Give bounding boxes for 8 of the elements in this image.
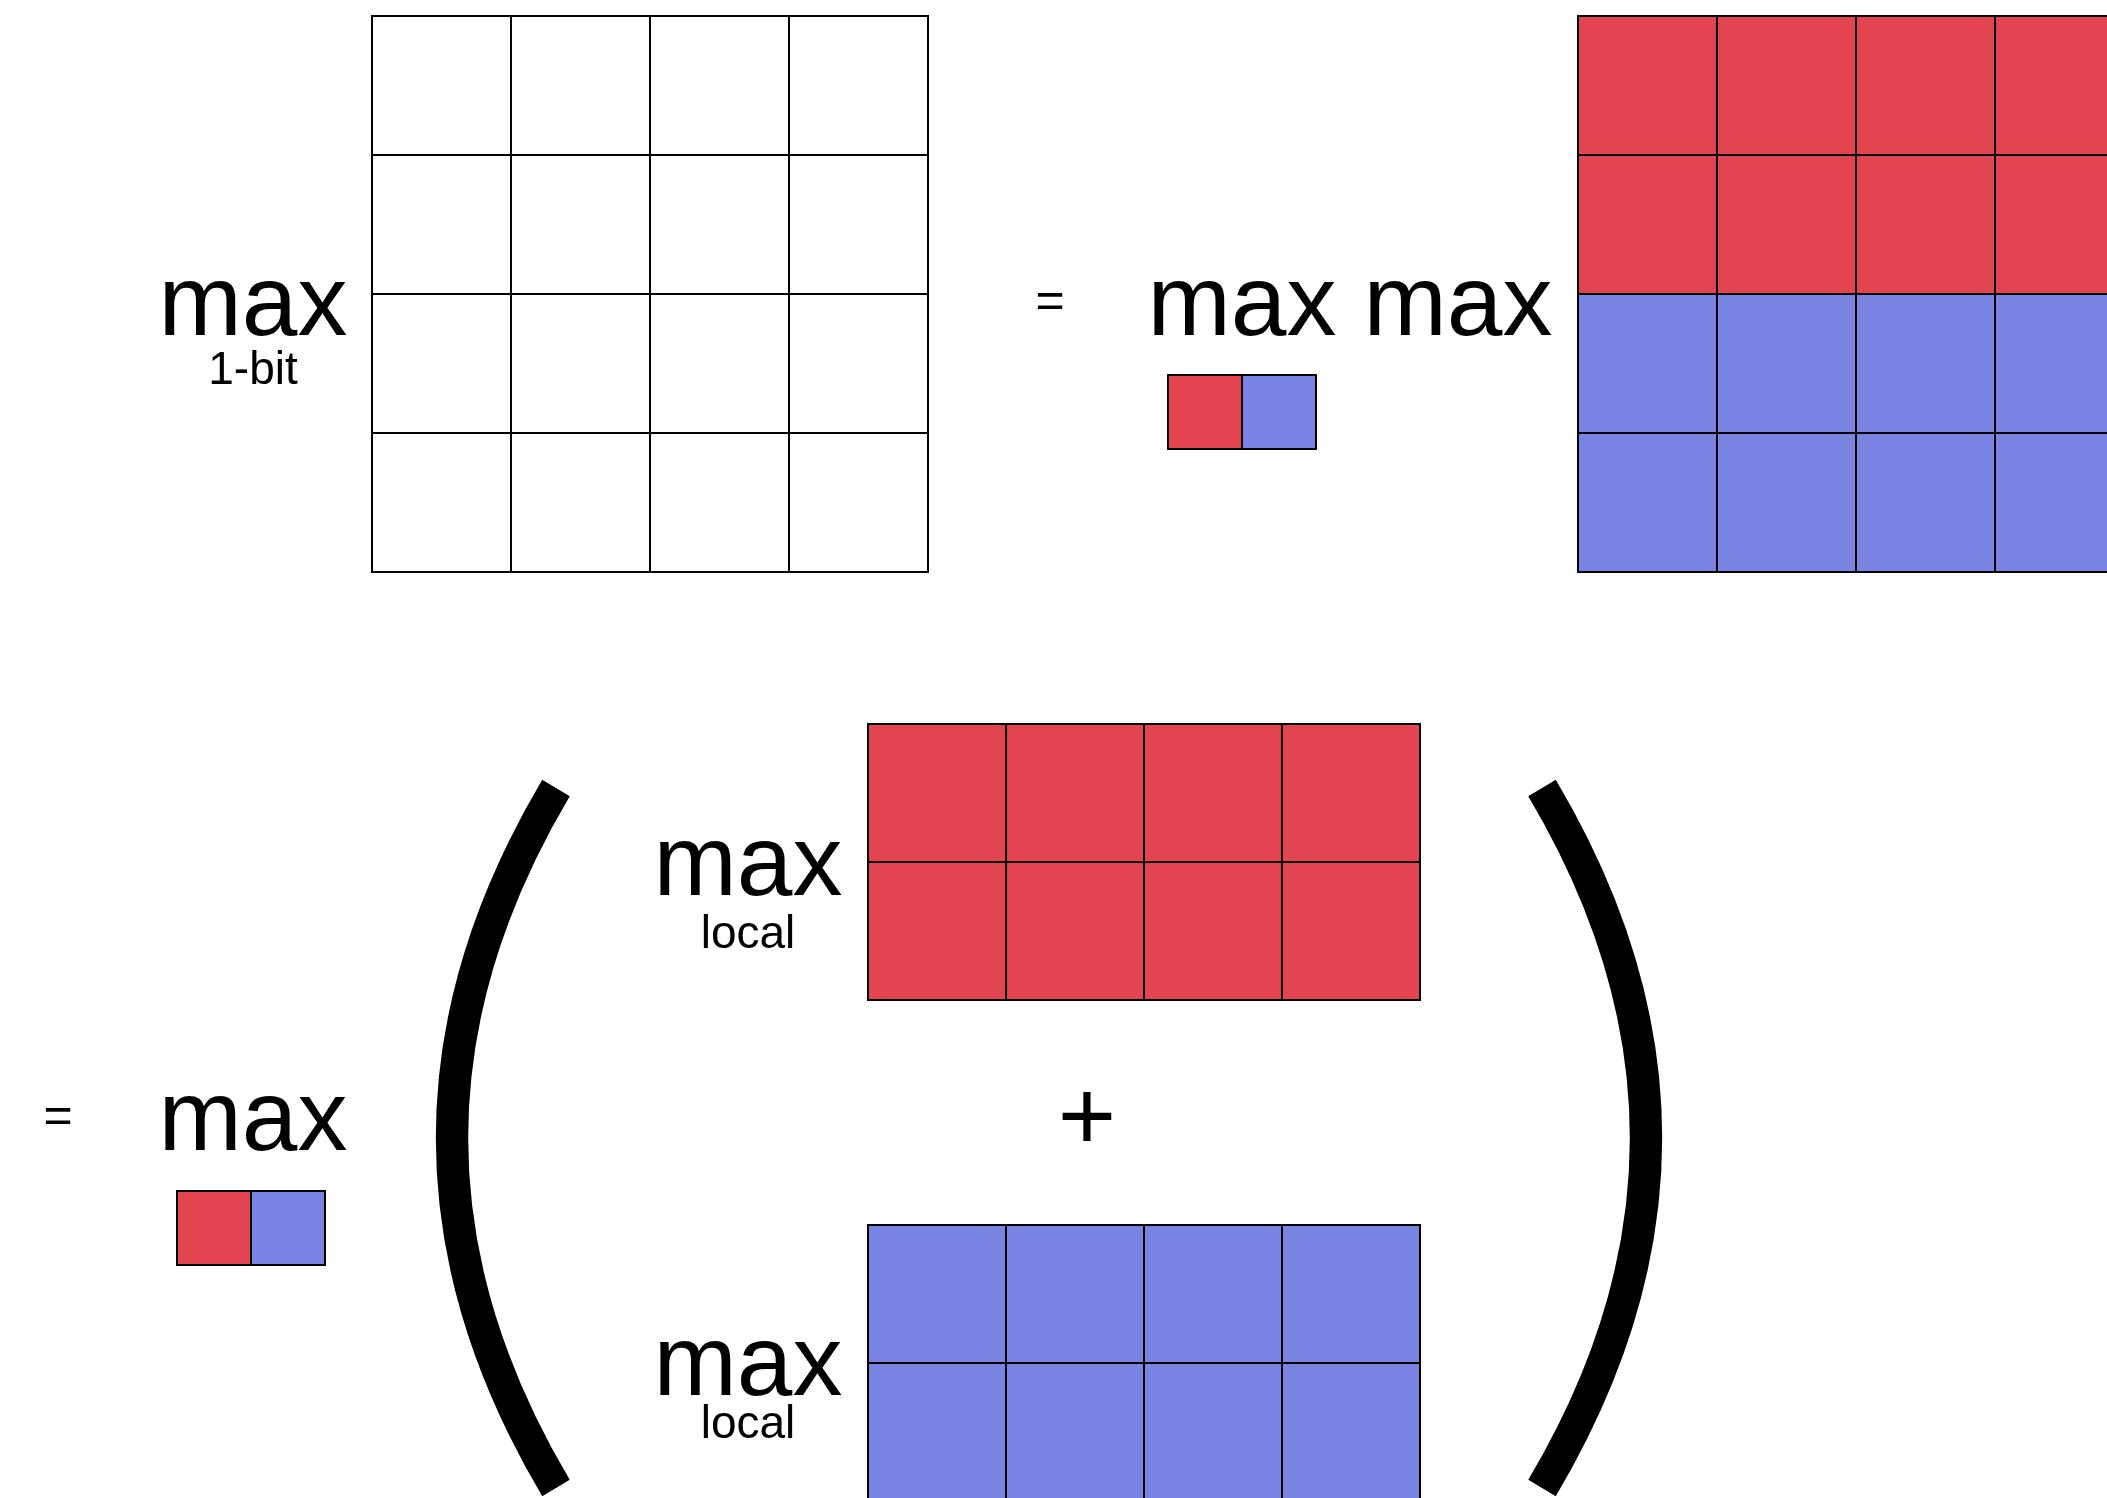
- math-symbol: max: [158, 1065, 348, 1165]
- equals-sign: =: [1035, 275, 1065, 325]
- equals-sign: =: [43, 1090, 73, 1140]
- plus-sign: +: [1057, 1065, 1117, 1165]
- math-symbol: max: [1147, 250, 1337, 350]
- math-symbol: max: [653, 810, 843, 910]
- subscript-text: local: [700, 909, 796, 955]
- math-symbol: max: [1363, 250, 1553, 350]
